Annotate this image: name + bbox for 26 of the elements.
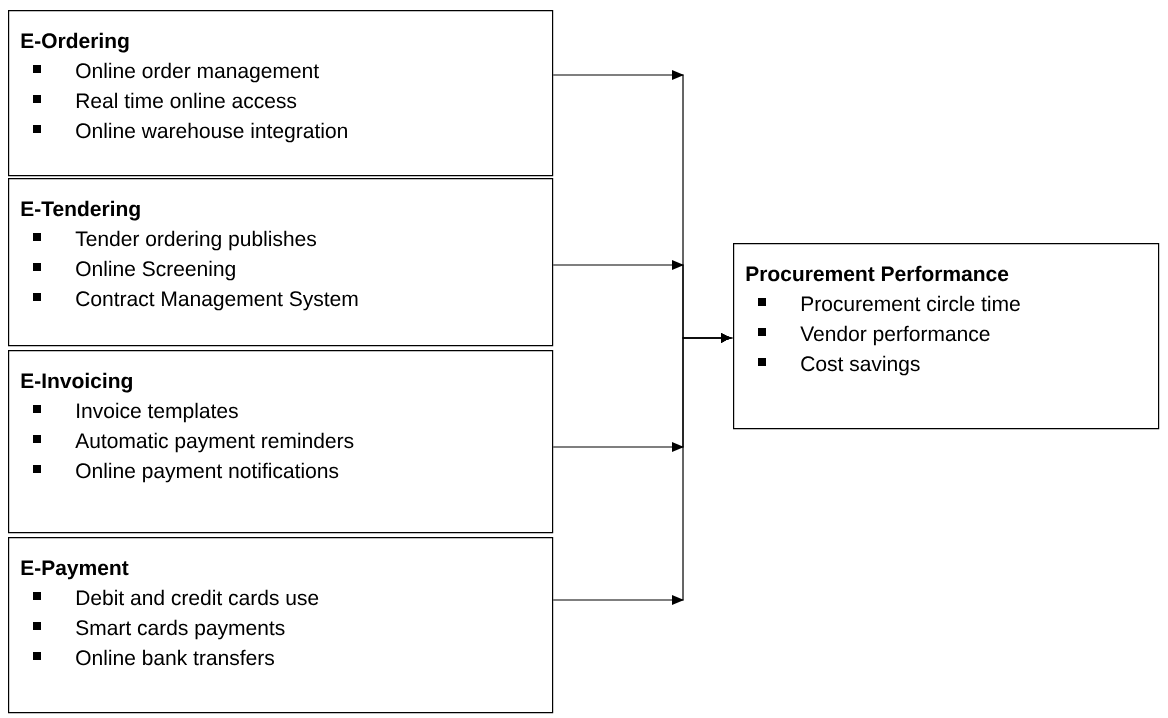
list-item: Online bank transfers — [76, 649, 274, 666]
list-item: Procurement circle time — [801, 295, 1020, 312]
list-item: Contract Management System — [76, 291, 358, 311]
list-item: Invoice templates — [77, 402, 238, 423]
heading: Procurement Performance — [746, 265, 1009, 282]
heading: E-Invoicing — [21, 372, 132, 393]
list-item: Online warehouse integration — [76, 122, 347, 143]
list-item: Smart cards payments — [76, 619, 285, 640]
list-item: Real time online access — [76, 92, 297, 109]
box — [8, 537, 554, 714]
box — [8, 178, 554, 347]
arrow — [552, 333, 732, 605]
list-item: Online payment notifications — [76, 462, 339, 483]
box — [733, 243, 1160, 430]
list-item: Cost savings — [801, 355, 920, 376]
heading: E-Payment — [21, 560, 129, 580]
list-item: Online Screening — [76, 260, 235, 281]
list-item: Debit and credit cards use — [76, 589, 319, 606]
box — [8, 10, 554, 177]
list-item: Automatic payment reminders — [75, 432, 354, 453]
list-item: Tender ordering publishes — [75, 230, 316, 251]
heading: E-Tendering — [21, 200, 140, 221]
list-item: Online order management — [76, 62, 319, 83]
list-item: Vendor performance — [800, 325, 990, 346]
box — [8, 350, 554, 534]
heading: E-Ordering — [21, 32, 129, 53]
